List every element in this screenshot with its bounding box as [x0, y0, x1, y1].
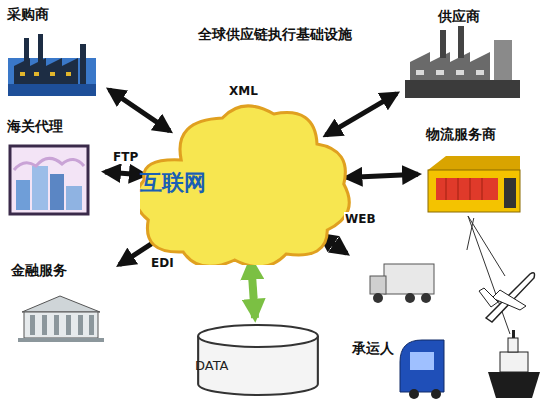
connector: [346, 174, 418, 177]
data-cylinder: DATA: [195, 322, 321, 398]
finance-building: [18, 296, 104, 342]
blue-truck: [400, 340, 444, 399]
party-node: 金融服务: [5, 262, 116, 344]
logistics-warehouse: [428, 156, 520, 212]
connector: [109, 90, 169, 131]
party-node: 海关代理: [5, 118, 101, 218]
connector: [467, 218, 474, 250]
ship: [488, 330, 540, 398]
party-node: 物流服务商: [422, 124, 546, 218]
connector: [105, 172, 145, 175]
internet-cloud: 互联网: [140, 100, 351, 265]
party-node: 承运人: [350, 250, 550, 402]
node-label: 金融服务: [11, 262, 67, 278]
protocol-label: FTP: [112, 150, 139, 164]
node-label: 承运人: [352, 340, 394, 356]
node-label: 互联网: [140, 170, 206, 195]
supplier-factory: [405, 26, 520, 98]
node-label: DATA: [195, 359, 229, 374]
party-node: 供应商: [400, 6, 531, 100]
connector: [251, 261, 255, 318]
node-label: 物流服务商: [426, 126, 496, 142]
node-label: 采购商: [7, 6, 49, 22]
protocol-label: WEB: [344, 212, 377, 226]
party-node: 采购商: [5, 6, 106, 100]
title: 全球供应链执行基础设施: [0, 26, 550, 44]
protocol-label: XML: [228, 84, 259, 98]
node-label: 海关代理: [7, 118, 63, 134]
connector: [326, 94, 397, 136]
truck: [370, 264, 434, 303]
protocol-label: EDI: [150, 256, 175, 270]
node-label: 供应商: [438, 8, 480, 24]
airplane: [479, 273, 535, 322]
purchaser-factory: [8, 34, 96, 96]
customs-buildings: [10, 146, 88, 214]
